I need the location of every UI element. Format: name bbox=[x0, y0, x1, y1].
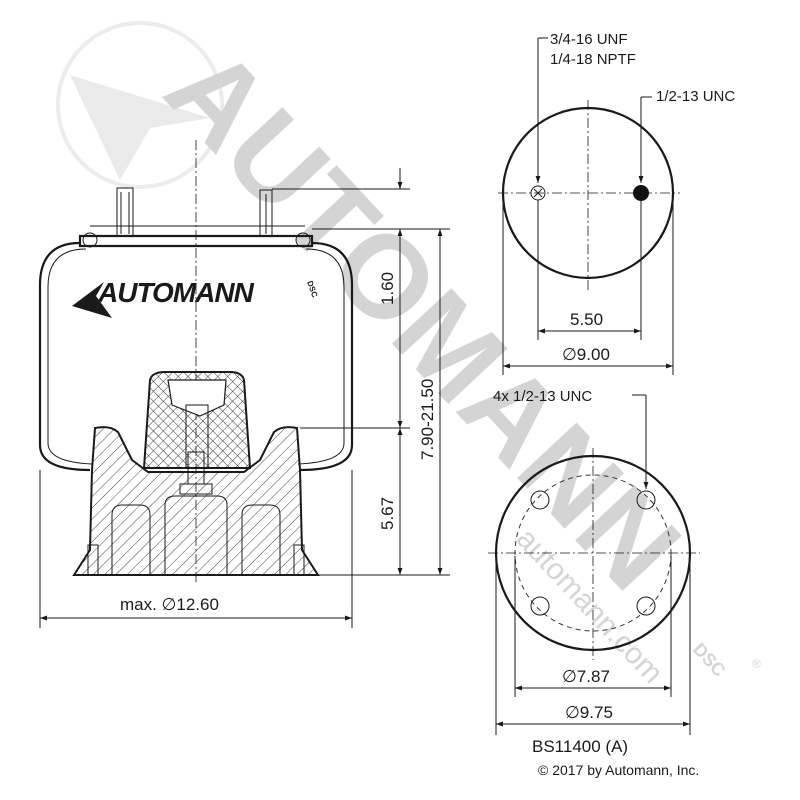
bolt-holes-label: 4x 1/2-13 UNC bbox=[493, 388, 592, 405]
dim-bolt-circle: ∅7.87 bbox=[562, 667, 610, 686]
piston bbox=[72, 371, 320, 576]
dim-overall-height: 7.90-21.50 bbox=[418, 379, 437, 460]
watermark-arrow-icon bbox=[70, 75, 210, 180]
top-view: 3/4-16 UNF 1/4-18 NPTF 1/2-13 UNC 5.50 ∅… bbox=[498, 31, 735, 375]
dim-bottom-diameter: ∅9.75 bbox=[565, 703, 613, 722]
bottom-view: 4x 1/2-13 UNC ∅7.87 ∅9.75 bbox=[488, 388, 700, 735]
thread-label-nptf: 1/4-18 NPTF bbox=[550, 51, 636, 68]
watermark-registered: ® bbox=[752, 657, 761, 671]
top-stud-right bbox=[259, 189, 273, 237]
stud-thread-label: 1/2-13 UNC bbox=[656, 88, 735, 105]
dim-piston-height: 5.67 bbox=[378, 497, 397, 530]
copyright: © 2017 by Automann, Inc. bbox=[538, 762, 699, 778]
watermark-circle bbox=[56, 21, 224, 189]
dim-max-diameter: max. ∅12.60 bbox=[120, 595, 219, 614]
thread-label-unf: 3/4-16 UNF bbox=[550, 31, 628, 48]
brand-logo-text: AUTOMANN bbox=[97, 277, 255, 308]
mounting-stud-hole bbox=[633, 185, 649, 201]
watermark: AUTOMANN automann.com DSC ® bbox=[56, 21, 761, 690]
brand-logo: AUTOMANN DSC bbox=[72, 277, 319, 318]
part-number: BS11400 (A) bbox=[532, 737, 628, 756]
dim-stud-spacing: 5.50 bbox=[570, 310, 603, 329]
dim-top-diameter: ∅9.00 bbox=[562, 345, 610, 364]
side-view: AUTOMANN DSC bbox=[38, 140, 450, 628]
bolt-hole-top-left bbox=[530, 490, 550, 510]
watermark-mark: DSC bbox=[689, 639, 730, 680]
bolt-hole-bottom-left bbox=[530, 596, 550, 616]
dim-top-height: 1.60 bbox=[378, 272, 397, 305]
bolt-hole-bottom-right bbox=[636, 596, 656, 616]
top-stud-left bbox=[116, 187, 134, 237]
bolt-hole-top-right bbox=[636, 490, 656, 510]
brand-logo-arrow-icon bbox=[72, 282, 112, 318]
